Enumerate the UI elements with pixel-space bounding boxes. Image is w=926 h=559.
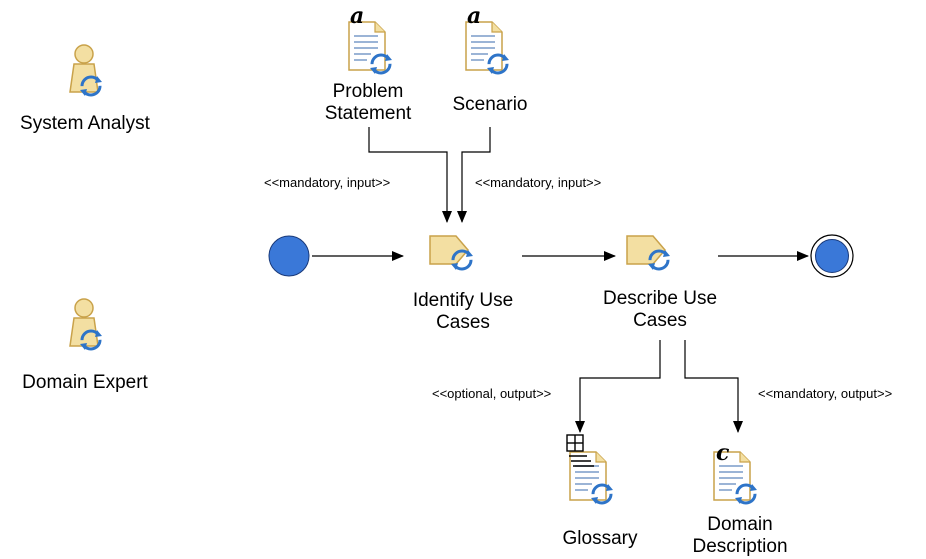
domain-expert-label: Domain Expert [22,372,148,393]
flow-describe-to-glossary[interactable] [575,340,661,433]
system-analyst-role-icon[interactable] [70,45,102,96]
problem-statement-label: Problem Statement [300,81,436,125]
problem-statement-label-line2: Statement [324,103,412,124]
describe-use-cases-label-line2: Cases [633,310,687,331]
domain-description-label-line1: Domain [707,514,773,535]
describe-use-cases-task-icon[interactable] [627,236,670,270]
domain-description-letter: c [716,440,730,466]
problem-statement-label-line1: Problem [332,81,404,102]
edge-label-describe-to-domain: <<mandatory, output>> [758,386,893,401]
domain-expert-role-icon[interactable] [70,299,102,350]
domain-description-artifact-icon[interactable]: c [714,440,757,504]
describe-use-cases-label-line1: Describe Use [602,288,718,309]
scenario-label: Scenario [452,94,528,115]
final-node[interactable] [810,234,854,278]
identify-use-cases-task-icon[interactable] [430,236,473,270]
flow-scenario-to-identify[interactable] [457,127,491,223]
domain-description-label: Domain Description [670,514,810,558]
identify-use-cases-label-line2: Cases [436,312,490,333]
problem-statement-letter: a [350,3,364,29]
flow-describe-to-domain-description[interactable] [684,340,743,433]
scenario-artifact-icon[interactable]: a [466,3,509,74]
flow-problem-statement-to-identify[interactable] [368,127,452,223]
problem-statement-artifact-icon[interactable]: a [349,3,392,74]
domain-description-label-line2: Description [692,536,788,557]
edge-label-scenario-to-identify: <<mandatory, input>> [475,175,602,190]
scenario-letter: a [467,3,481,29]
describe-use-cases-label: Describe Use Cases [585,288,735,332]
initial-node[interactable] [268,235,310,277]
glossary-artifact-icon[interactable] [566,434,613,504]
edge-label-describe-to-glossary: <<optional, output>> [432,386,552,401]
system-analyst-label: System Analyst [20,113,150,134]
edge-label-problem-to-identify: <<mandatory, input>> [264,175,391,190]
glossary-label: Glossary [562,528,638,549]
identify-use-cases-label: Identify Use Cases [388,290,538,334]
identify-use-cases-label-line1: Identify Use [412,290,514,311]
